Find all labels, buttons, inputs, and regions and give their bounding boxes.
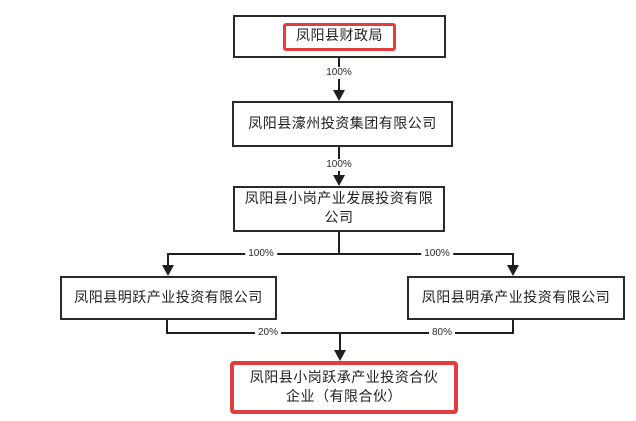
connector-line xyxy=(167,253,169,266)
node-label: 凤阳县小岗产业发展投资有限公司 xyxy=(244,192,434,226)
node-fengyang-finance-bureau: 凤阳县财政局 xyxy=(233,15,446,58)
node-mingcheng-industry-investment: 凤阳县明承产业投资有限公司 xyxy=(407,276,625,320)
edge-label-n1-n2: 100% xyxy=(323,67,355,79)
node-label: 凤阳县小岗跃承产业投资合伙企业（有限合伙） xyxy=(249,370,439,405)
arrowhead-down-icon xyxy=(333,90,345,101)
edge-label-n5-n6: 80% xyxy=(428,327,456,339)
edge-label-n4-n6: 20% xyxy=(254,327,282,339)
node-label: 凤阳县濠州投资集团有限公司 xyxy=(248,116,437,132)
node-mingyue-industry-investment: 凤阳县明跃产业投资有限公司 xyxy=(60,276,277,320)
arrowhead-down-icon xyxy=(333,175,345,186)
connector-line xyxy=(512,253,514,266)
edge-label-n3-n4: 100% xyxy=(245,248,277,260)
node-haozhou-investment-group: 凤阳县濠州投资集团有限公司 xyxy=(232,101,453,147)
connector-line xyxy=(338,232,340,255)
arrowhead-down-icon xyxy=(507,265,519,276)
arrowhead-down-icon xyxy=(162,265,174,276)
highlight-box: 凤阳县财政局 xyxy=(283,22,396,51)
connector-line xyxy=(167,253,514,255)
node-label: 凤阳县财政局 xyxy=(296,28,383,44)
node-xiaogang-industry-development: 凤阳县小岗产业发展投资有限公司 xyxy=(233,186,445,232)
connector-line xyxy=(339,332,341,350)
connector-line xyxy=(166,320,168,334)
node-label: 凤阳县明承产业投资有限公司 xyxy=(421,290,611,306)
arrowhead-down-icon xyxy=(334,350,346,361)
edge-label-n3-n5: 100% xyxy=(421,248,453,260)
node-xiaogang-yuecheng-partnership: 凤阳县小岗跃承产业投资合伙企业（有限合伙） xyxy=(230,361,458,414)
edge-label-n2-n3: 100% xyxy=(323,159,355,171)
connector-line xyxy=(512,320,514,334)
node-label: 凤阳县明跃产业投资有限公司 xyxy=(74,290,263,306)
